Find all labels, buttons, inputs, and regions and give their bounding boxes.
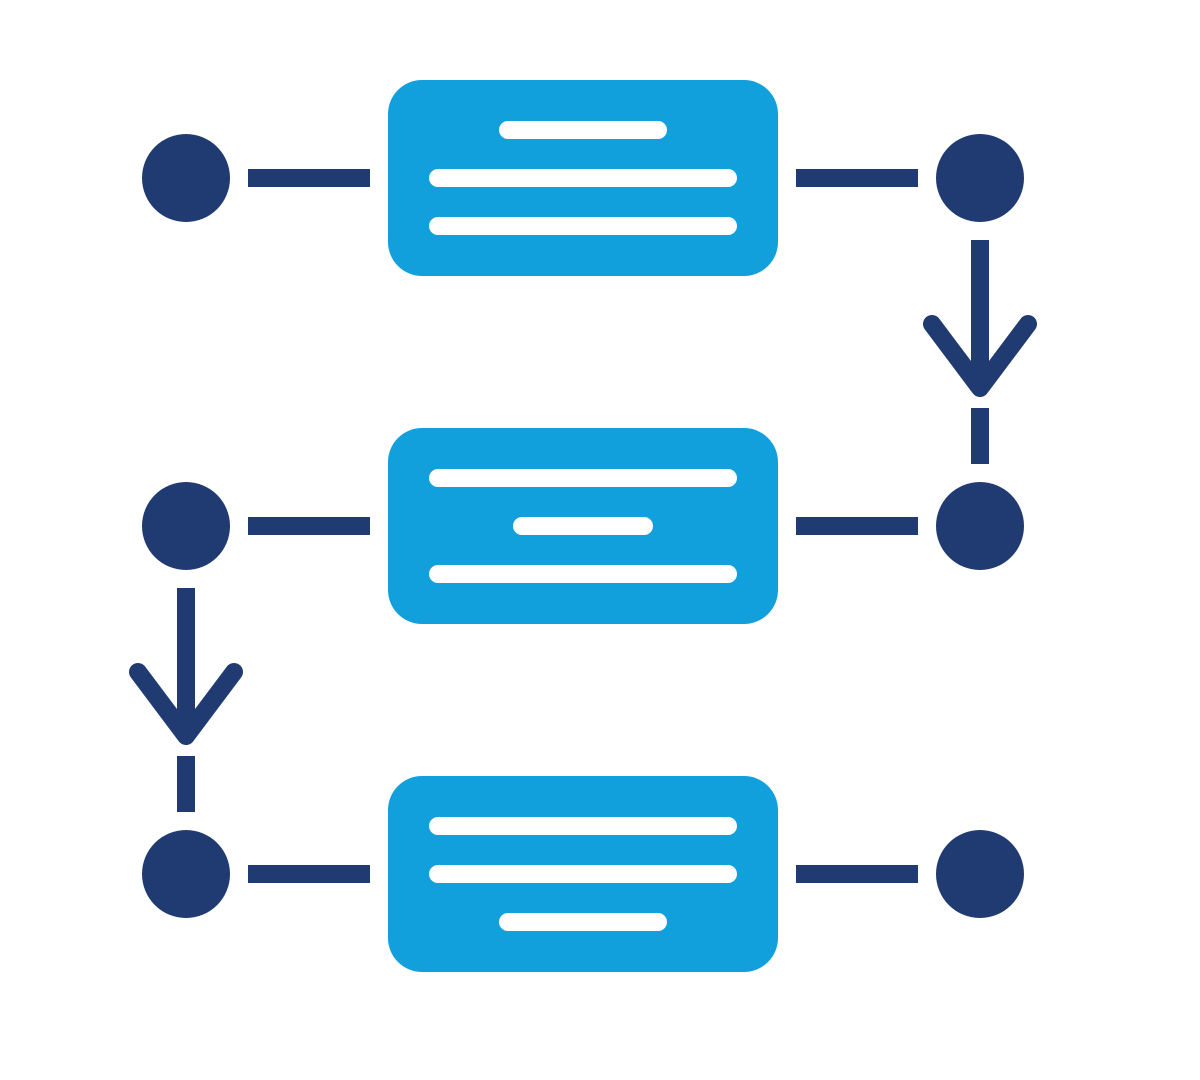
arrow-1-down-arrow-icon — [923, 315, 1037, 397]
arrow-1-lower-shaft — [971, 408, 989, 464]
row-3-left-connector — [248, 865, 370, 883]
row-1-right-connector — [796, 169, 918, 187]
row-3-right-connector — [796, 865, 918, 883]
row-2-right-node-icon — [936, 482, 1024, 570]
row-1-left-node-icon — [142, 134, 230, 222]
arrow-1-shaft — [971, 240, 989, 374]
arrow-2-lower-shaft — [177, 756, 195, 812]
row-1-right-node-icon — [936, 134, 1024, 222]
row-3-left-node-icon — [142, 830, 230, 918]
row-2-left-connector — [248, 517, 370, 535]
row-1-left-connector — [248, 169, 370, 187]
arrow-2-down-arrow-icon — [129, 663, 243, 745]
row-2-left-node-icon — [142, 482, 230, 570]
arrow-2-shaft — [177, 588, 195, 722]
row-2-right-connector — [796, 517, 918, 535]
row-3-right-node-icon — [936, 830, 1024, 918]
